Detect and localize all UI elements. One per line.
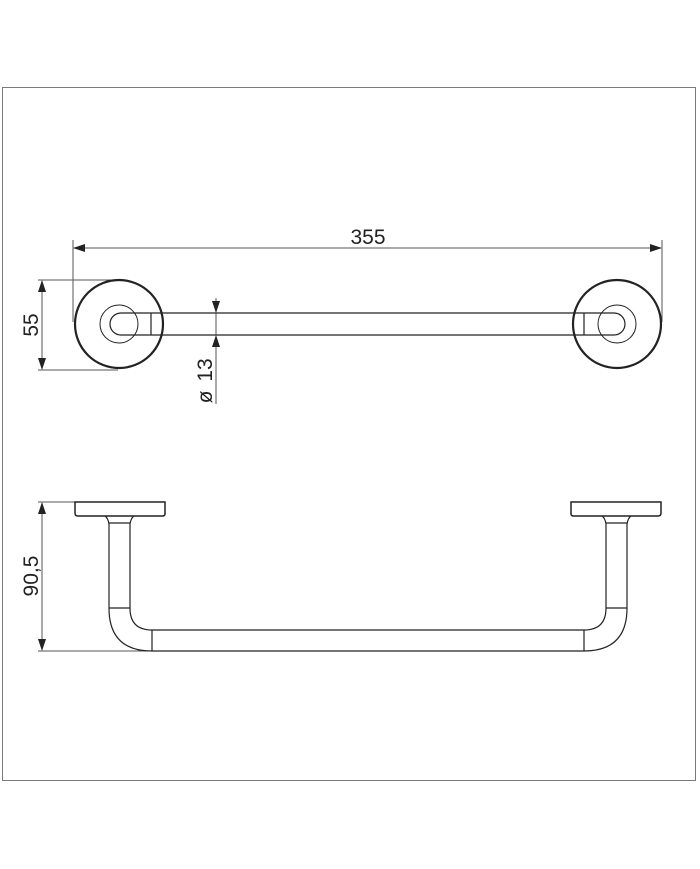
diameter-symbol: ø <box>194 390 217 403</box>
rosette-diameter-label: 55 <box>20 313 43 336</box>
rosette-dimension <box>38 279 118 371</box>
right-mount <box>570 501 662 652</box>
depth-dimension <box>38 501 150 652</box>
left-rosette <box>73 278 165 370</box>
bar-side-view <box>152 629 584 652</box>
top-view: 355 55 <box>20 226 663 404</box>
length-dimension <box>72 240 663 322</box>
side-view: 90,5 <box>20 501 662 652</box>
length-label: 355 <box>350 226 385 249</box>
depth-label: 90,5 <box>20 556 43 597</box>
drawing-frame <box>2 87 696 781</box>
bar-top-view <box>151 312 584 336</box>
bar-diameter-label: 13 <box>194 358 217 381</box>
right-rosette <box>571 278 663 370</box>
left-mount <box>74 501 166 652</box>
